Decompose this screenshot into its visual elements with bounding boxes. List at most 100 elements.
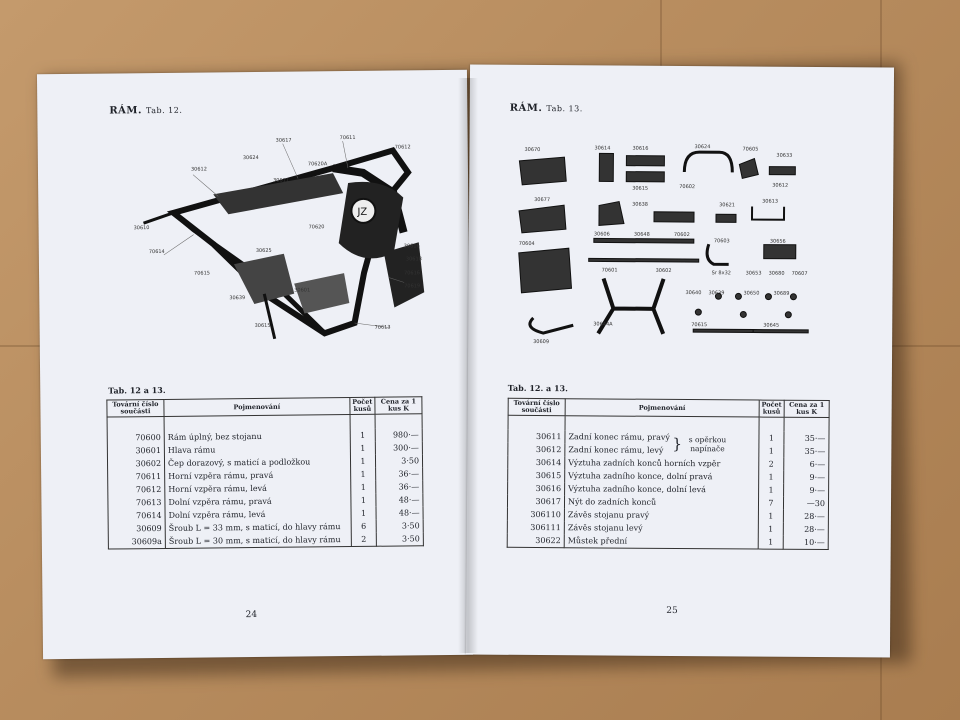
part-no: 30615 [507,469,565,483]
svg-text:30612: 30612 [772,183,788,189]
part-count: 1 [758,509,784,524]
right-table-caption: Tab. 12. a 13. [507,382,568,394]
svg-text:30640: 30640 [685,290,701,296]
svg-text:30624: 30624 [243,155,259,161]
part-no: 30617 [507,495,565,509]
part-name: Výztuha zadního konce, dolní levá [564,482,759,497]
svg-text:70615: 70615 [691,322,707,328]
part-count: 1 [350,429,376,443]
part-no: 70613 [107,496,166,510]
part-no: 306110 [507,508,565,522]
svg-text:70616: 70616 [404,270,420,276]
part-count: 6 [350,520,377,534]
part-name: Nýt do zadních konců [564,495,759,510]
svg-text:70604: 70604 [519,241,535,247]
part-no: 30601 [107,444,165,458]
part-name: Zadní konec rámu, pravý [568,432,670,443]
part-no: 30609 [108,522,166,536]
svg-text:Sr 8x32: Sr 8x32 [712,270,731,276]
svg-text:30680: 30680 [769,271,785,277]
part-count: 1 [350,494,376,508]
part-no: 70600 [107,431,165,445]
left-page-header: RÁM.Tab. 12. [109,105,182,117]
right-page-header: RÁM.Tab. 13. [510,103,583,115]
part-price: 36·— [375,480,423,495]
svg-text:30617: 30617 [276,138,292,144]
svg-text:70620A: 70620A [308,161,328,167]
col-part-no: Tovární číslo součásti [106,399,165,418]
part-price: 6·— [783,458,829,472]
svg-text:70620: 70620 [309,224,325,230]
part-count: 2 [758,457,784,472]
part-no: 30612 [507,443,565,457]
part-price: 980·— [375,428,423,443]
svg-text:30650: 30650 [743,290,759,296]
brace-mark: } [672,435,683,454]
svg-text:30670: 30670 [524,147,540,153]
svg-text:70602: 70602 [674,232,690,238]
header-tab: Tab. 13. [546,104,583,114]
svg-text:JZ: JZ [356,207,367,218]
header-title: RÁM. [109,105,143,117]
part-price: 35·— [783,445,829,459]
svg-text:30625: 30625 [256,248,272,254]
part-count: 1 [350,468,376,482]
part-no: 30622 [507,534,565,548]
svg-text:30618: 30618 [406,256,422,262]
col-count: Počet kusů [758,400,785,418]
svg-text:30609: 30609 [533,339,549,345]
part-count: 1 [758,522,784,537]
part-no: 70612 [107,483,165,497]
svg-text:70605: 70605 [742,146,758,152]
part-no: 30602 [107,457,165,471]
svg-text:30616: 30616 [632,146,648,152]
part-count: 1 [758,535,784,550]
left-table-caption: Tab. 12 a 13. [108,384,166,396]
part-name: Šroub L = 30 mm, s maticí, do hlavy rámu [165,533,352,549]
part-price: 10·— [783,536,829,550]
part-name: Můstek přední [564,534,759,550]
part-price: 3·50 [376,532,424,547]
svg-text:30639: 30639 [229,295,245,301]
svg-text:30616: 30616 [404,243,420,249]
col-part-no: Tovární číslo součásti [508,398,566,416]
svg-text:70611: 70611 [340,135,356,141]
svg-text:30613: 30613 [762,199,778,205]
svg-text:30653: 30653 [746,270,762,276]
part-price: 28·— [783,523,829,537]
svg-text:70602: 70602 [679,184,695,190]
left-page: RÁM.Tab. 12. JZ 30617 70611 30624 70620A 30… [36,69,474,660]
right-parts-table: Tovární číslo součásti Pojmenování Počet… [507,398,830,551]
svg-text:30689: 30689 [773,291,789,297]
part-no: 30609a [108,535,166,550]
svg-text:30615: 30615 [632,186,648,192]
col-price: Cena za 1 kus K [374,396,423,415]
part-count: 1 [758,431,785,446]
part-no: 70614 [108,509,166,523]
part-count: 1 [350,442,376,456]
part-price: 48·— [375,506,424,521]
part-count: 2 [351,533,377,547]
col-name: Pojmenování [163,397,350,417]
svg-text:30612: 30612 [191,166,207,172]
svg-text:70613: 70613 [375,325,391,331]
svg-text:70614: 70614 [149,249,165,255]
part-no: 306111 [507,521,565,535]
svg-text:30611: 30611 [273,178,289,184]
part-price: 9·— [783,471,829,485]
svg-text:70607: 70607 [792,271,808,277]
part-price: 28·— [783,510,829,524]
svg-text:70615: 70615 [194,270,210,276]
part-no: 30616 [507,482,565,496]
svg-text:30645: 30645 [763,323,779,329]
part-count: 1 [758,444,784,459]
col-count: Počet kusů [349,397,376,415]
part-count: 1 [350,455,376,469]
left-parts-table: Tovární číslo součásti Pojmenování Počet… [106,396,424,550]
svg-text:30624: 30624 [694,144,710,150]
